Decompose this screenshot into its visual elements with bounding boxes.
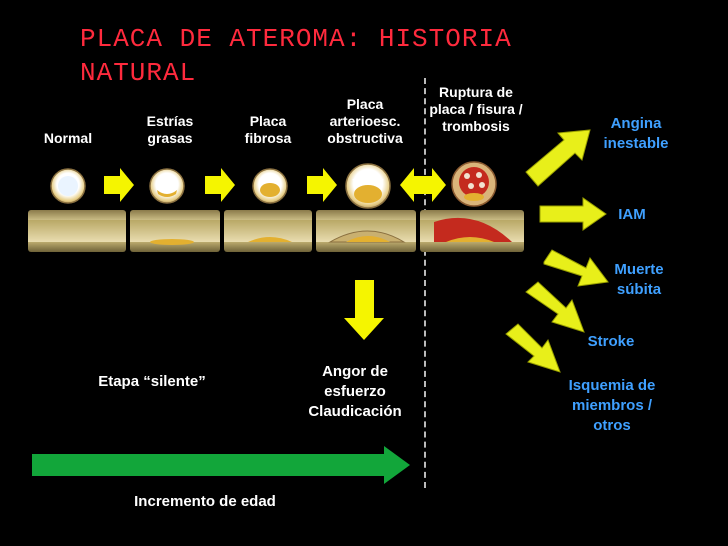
vessel-section-fibrous-plaque (224, 210, 312, 252)
cross-section-fibrous-plaque (252, 168, 288, 204)
vessel-section-normal (28, 210, 126, 252)
stage-obstructive-plaque-label: Placa arterioesc. obstructiva (327, 96, 403, 146)
double-arrow-icon (400, 168, 446, 202)
vessel-section-fatty-streak (130, 210, 220, 252)
outcome-sudden-death: Muerte súbita (614, 261, 664, 298)
cross-section-fatty-streak (149, 168, 185, 204)
arrow-right-icon (104, 168, 134, 202)
arrow-down-icon (344, 280, 384, 340)
outcome-stroke: Stroke (587, 333, 635, 350)
arrow-down-right-icon (543, 249, 609, 287)
age-arrow (32, 446, 410, 484)
stage-fibrous-plaque-label: Placa fibrosa (244, 113, 292, 146)
outcome-unstable-angina: Angina inestable (603, 115, 669, 152)
vessel-section-rupture (420, 210, 524, 252)
exertional-angina-label: Angor de esfuerzo Claudicación (308, 363, 402, 420)
progression-arrows (104, 168, 446, 202)
stage-rupture-label: Ruptura de placa / fisura / trombosis (429, 84, 523, 134)
cross-section-normal (50, 168, 86, 204)
arrow-right-icon (205, 168, 235, 202)
arrow-right-icon (539, 197, 607, 231)
vessel-section-obstructive-plaque (316, 210, 416, 252)
outcome-arrows (505, 129, 609, 373)
arrow-down-right-icon (525, 281, 585, 333)
cross-section-obstructive-plaque (345, 163, 391, 209)
stage-divider (424, 78, 426, 488)
arrow-down-right-icon (505, 323, 561, 373)
outcome-limb-ischemia: Isquemia de miembros / otros (568, 377, 656, 434)
stage-normal-label: Normal (43, 130, 93, 146)
arrow-right-icon (307, 168, 337, 202)
outcome-iam: IAM (618, 206, 646, 223)
cross-section-ruptured-plaque (451, 161, 497, 207)
slide-title: PLACA DE ATEROMA: HISTORIA NATURAL (80, 24, 512, 88)
silent-stage-label: Etapa “silente” (98, 373, 206, 390)
arrow-up-right-icon (525, 129, 591, 187)
stage-fatty-streaks-label: Estrías grasas (146, 113, 194, 146)
age-increase-label: Incremento de edad (134, 493, 276, 510)
